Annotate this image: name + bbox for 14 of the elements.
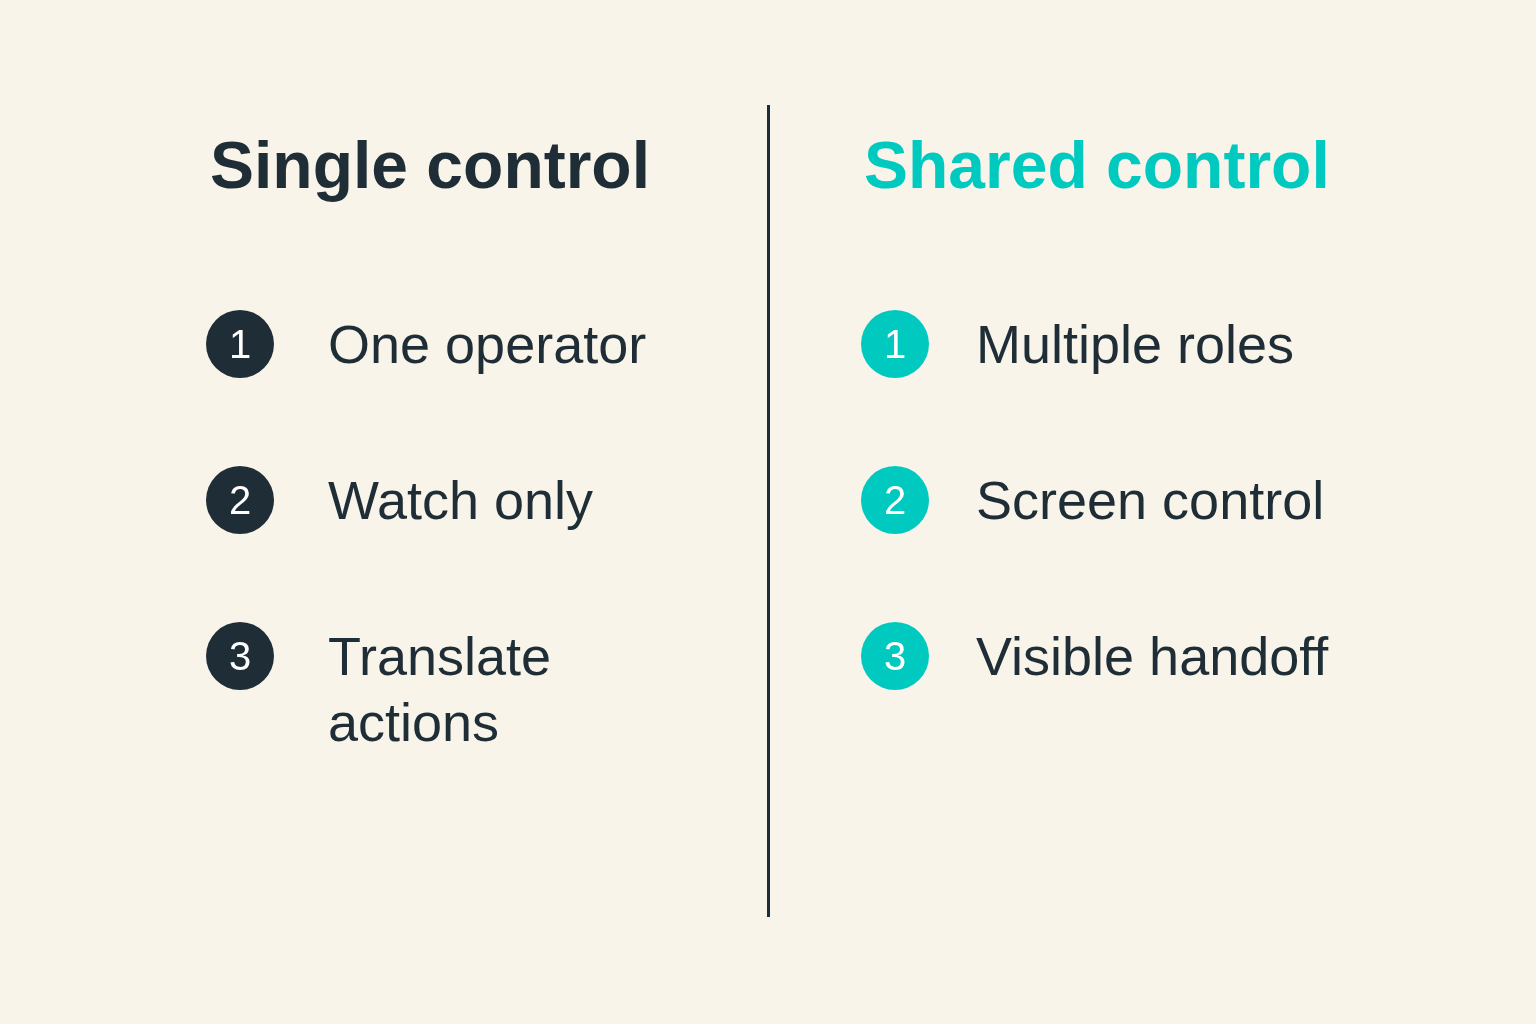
number-badge: 2	[206, 466, 274, 534]
item-text: Visible handoff	[976, 625, 1329, 688]
number-badge: 1	[861, 310, 929, 378]
column-heading: Shared control	[864, 127, 1330, 204]
number-badge: 3	[206, 622, 274, 690]
item-text: Watch only	[328, 469, 594, 532]
item-text: One operator	[328, 313, 647, 376]
number-badge: 3	[861, 622, 929, 690]
item-text: Translate actions	[328, 625, 553, 754]
item-text: Multiple roles	[976, 313, 1295, 376]
column-heading: Single control	[210, 127, 651, 204]
number-badge: 2	[861, 466, 929, 534]
item-text: Screen control	[976, 469, 1325, 532]
number-badge: 1	[206, 310, 274, 378]
